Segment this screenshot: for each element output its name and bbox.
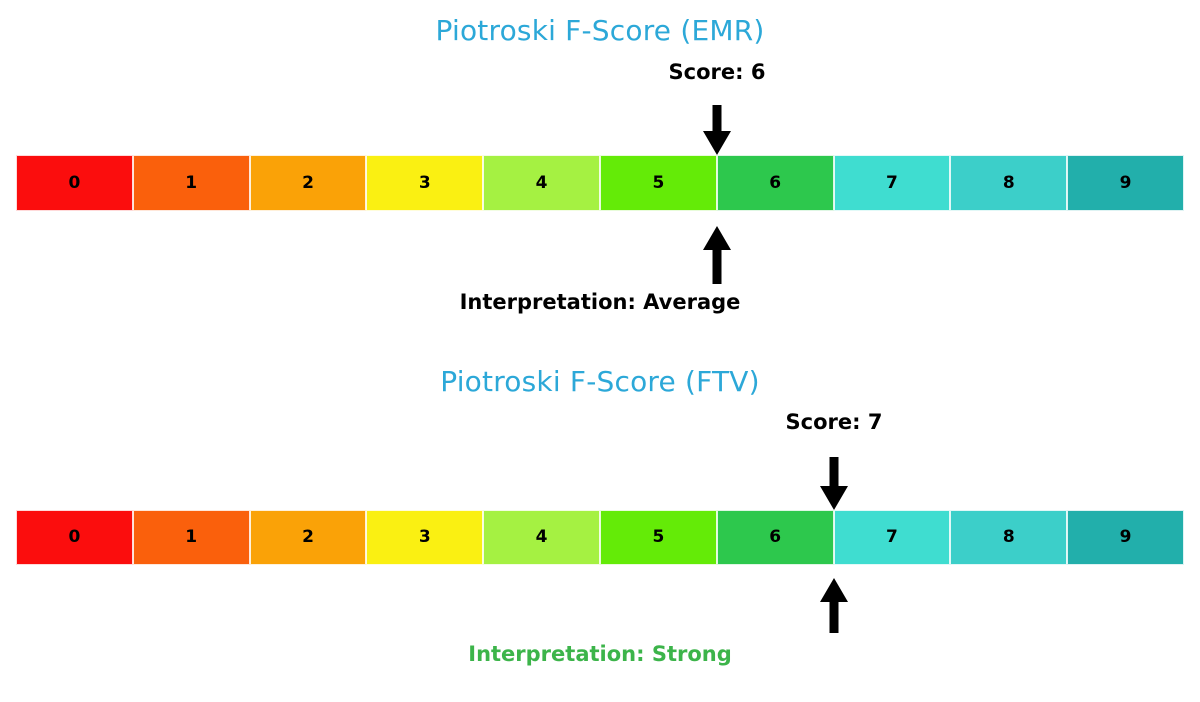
- scale-cell-label: 3: [418, 527, 431, 547]
- interpretation-marker-arrow-up-emr: [700, 226, 734, 284]
- scale-cell-7: 7: [833, 155, 951, 211]
- interpretation-label-ftv: Interpretation: Strong: [468, 642, 732, 666]
- score-marker-arrow-down-ftv: [817, 457, 851, 510]
- arrow-shaft: [712, 105, 722, 133]
- scale-cell-label: 3: [418, 172, 431, 193]
- scale-cell-label: 5: [652, 172, 665, 193]
- scale-cell-1: 1: [132, 510, 250, 565]
- fscore-panel-ftv: Piotroski F-Score (FTV) Score: 7 0 1 2 3 4 5 6…: [0, 351, 1200, 702]
- arrow-shaft: [829, 457, 839, 488]
- scale-cell-7: 7: [833, 510, 951, 565]
- scale-cell-label: 9: [1119, 172, 1132, 193]
- scale-cell-label: 7: [886, 172, 898, 193]
- arrow-shaft: [712, 248, 722, 284]
- scale-cell-5: 5: [599, 155, 717, 211]
- arrow-shaft: [829, 600, 839, 633]
- scale-cell-label: 1: [185, 527, 198, 547]
- scale-cell-label: 8: [1002, 172, 1015, 193]
- scale-cell-label: 7: [886, 527, 898, 547]
- scale-cell-9: 9: [1067, 510, 1184, 565]
- scale-cell-4: 4: [483, 155, 600, 211]
- scale-cell-6: 6: [716, 510, 834, 565]
- interpretation-label-emr: Interpretation: Average: [459, 290, 741, 314]
- scale-cell-8: 8: [950, 155, 1068, 211]
- scale-cell-3: 3: [366, 510, 484, 565]
- scale-cell-9: 9: [1067, 155, 1184, 211]
- scale-cell-0: 0: [16, 510, 133, 565]
- scale-cell-4: 4: [483, 510, 600, 565]
- scale-cell-label: 8: [1002, 527, 1015, 547]
- scale-cell-3: 3: [366, 155, 484, 211]
- arrow-head: [703, 226, 731, 250]
- interpretation-marker-arrow-up-ftv: [817, 578, 851, 633]
- scale-cell-label: 5: [652, 527, 665, 547]
- chart-title-ftv: Piotroski F-Score (FTV): [440, 365, 760, 398]
- fscore-scale-bar-ftv: 0 1 2 3 4 5 6 7 8 9: [16, 510, 1184, 565]
- scale-cell-5: 5: [599, 510, 717, 565]
- chart-title-emr: Piotroski F-Score (EMR): [435, 14, 765, 47]
- scale-cell-2: 2: [249, 155, 367, 211]
- arrow-head: [820, 578, 848, 602]
- score-label-emr: Score: 6: [668, 60, 766, 84]
- scale-cell-label: 0: [68, 527, 81, 547]
- scale-cell-label: 6: [769, 172, 782, 193]
- fscore-panel-emr: Piotroski F-Score (EMR) Score: 6 0 1 2 3 4 5 6…: [0, 0, 1200, 340]
- scale-cell-6: 6: [716, 155, 834, 211]
- arrow-head: [820, 486, 848, 510]
- score-label-ftv: Score: 7: [785, 410, 883, 434]
- scale-cell-1: 1: [132, 155, 250, 211]
- arrow-head: [703, 131, 731, 155]
- fscore-scale-bar-emr: 0 1 2 3 4 5 6 7 8 9: [16, 155, 1184, 211]
- scale-cell-8: 8: [950, 510, 1068, 565]
- scale-cell-2: 2: [249, 510, 367, 565]
- scale-cell-label: 4: [535, 172, 548, 193]
- scale-cell-label: 6: [769, 527, 782, 547]
- scale-cell-label: 2: [302, 527, 314, 547]
- scale-cell-label: 2: [302, 172, 314, 193]
- scale-cell-0: 0: [16, 155, 133, 211]
- scale-cell-label: 9: [1119, 527, 1132, 547]
- scale-cell-label: 1: [185, 172, 198, 193]
- scale-cell-label: 0: [68, 172, 81, 193]
- scale-cell-label: 4: [535, 527, 548, 547]
- score-marker-arrow-down-emr: [700, 105, 734, 155]
